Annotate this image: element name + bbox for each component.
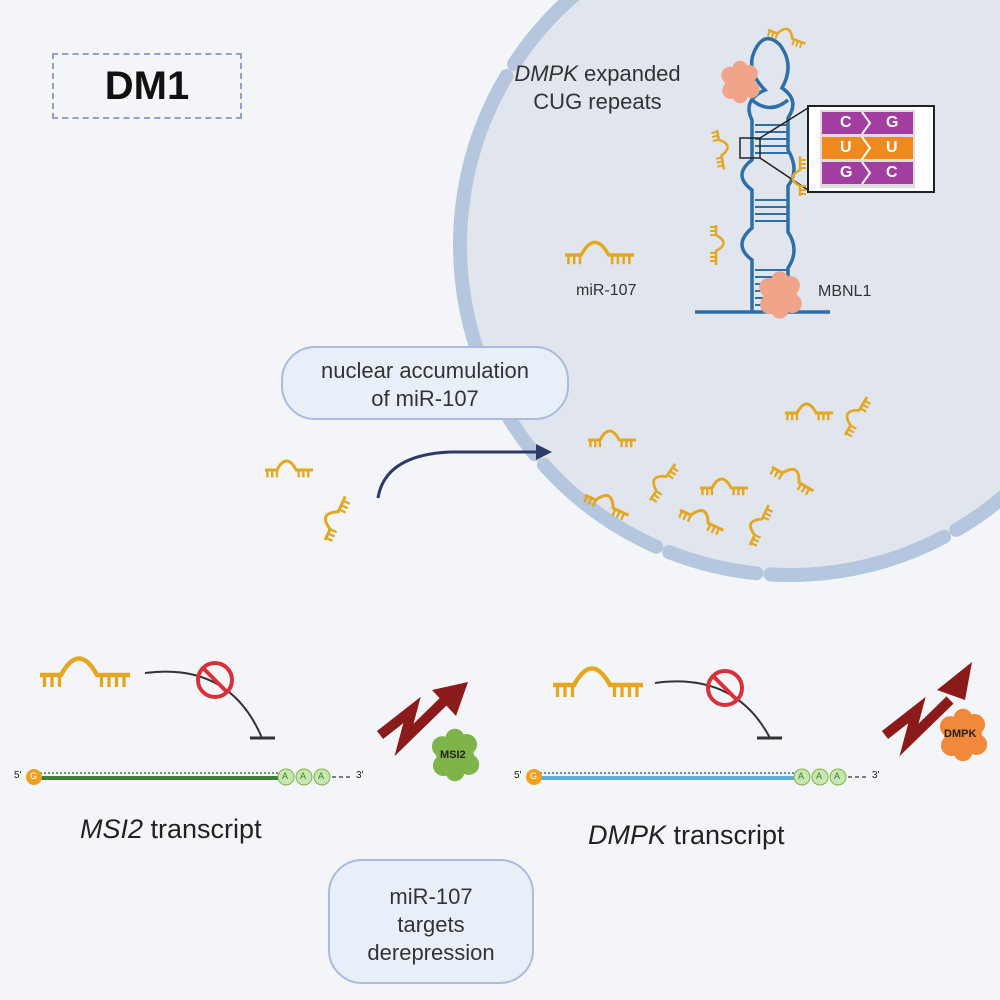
msi2-three-prime: 3'	[356, 770, 364, 781]
disease-badge: DM1	[52, 53, 242, 119]
cytoplasmic-mirnas	[263, 459, 354, 545]
base-right: U	[886, 139, 898, 156]
msi2-panel-graphics	[26, 659, 480, 786]
accumulation-line1: nuclear accumulation	[321, 358, 529, 383]
msi2-cap: G	[30, 771, 38, 781]
dmpk-five-prime: 5'	[514, 770, 522, 781]
base-pair-callout	[739, 105, 935, 193]
mbnl1-label: MBNL1	[818, 283, 872, 300]
msi2-polya-3: A	[318, 771, 325, 781]
base-left: C	[840, 114, 852, 131]
dmpk-transcript-suffix: transcript	[666, 820, 785, 850]
accumulation-line2: of miR-107	[371, 386, 479, 411]
targets-bubble: miR-107 targets derepression	[328, 859, 534, 984]
base-pair-bond	[861, 111, 872, 135]
dmpk-panel-graphics	[526, 662, 988, 786]
accumulation-bubble: nuclear accumulation of miR-107	[281, 346, 569, 420]
targets-line2: targets	[397, 912, 465, 937]
base-pair-row	[822, 137, 913, 159]
base-pair-bond	[861, 136, 872, 160]
msi2-polya-1: A	[282, 771, 289, 781]
cug-repeat-label: DMPK expanded CUG repeats	[500, 60, 695, 116]
targets-line3: derepression	[367, 940, 495, 965]
msi2-gene-name: MSI2	[80, 814, 144, 844]
base-pair-row	[822, 112, 913, 134]
dmpk-transcript-label: DMPK transcript	[588, 820, 785, 851]
base-pair-bond	[861, 161, 872, 185]
msi2-polya-2: A	[300, 771, 307, 781]
dmpk-cap: G	[530, 771, 538, 781]
dmpk-polya-2: A	[816, 771, 823, 781]
base-left: G	[840, 164, 853, 181]
cug-label-rest: expanded	[577, 61, 681, 86]
dmpk-three-prime: 3'	[872, 770, 880, 781]
cug-gene-name: DMPK	[514, 61, 578, 86]
dmpk-polya-1: A	[798, 771, 805, 781]
msi2-protein-label: MSI2	[440, 749, 466, 761]
disease-badge-title: DM1	[104, 63, 190, 108]
mirna-label: miR-107	[576, 282, 637, 299]
targets-line1: miR-107	[389, 884, 473, 909]
dmpk-protein-label: DMPK	[944, 728, 977, 740]
base-right: G	[886, 114, 899, 131]
msi2-transcript-label: MSI2 transcript	[80, 814, 262, 845]
base-pair-row	[822, 162, 913, 184]
transport-arrow	[376, 444, 552, 499]
base-right: C	[886, 164, 898, 181]
dmpk-gene-name: DMPK	[588, 820, 667, 850]
cug-label-line2: CUG repeats	[533, 89, 662, 114]
msi2-transcript-suffix: transcript	[143, 814, 262, 844]
msi2-five-prime: 5'	[14, 770, 22, 781]
base-left: U	[840, 139, 852, 156]
dmpk-polya-3: A	[834, 771, 841, 781]
